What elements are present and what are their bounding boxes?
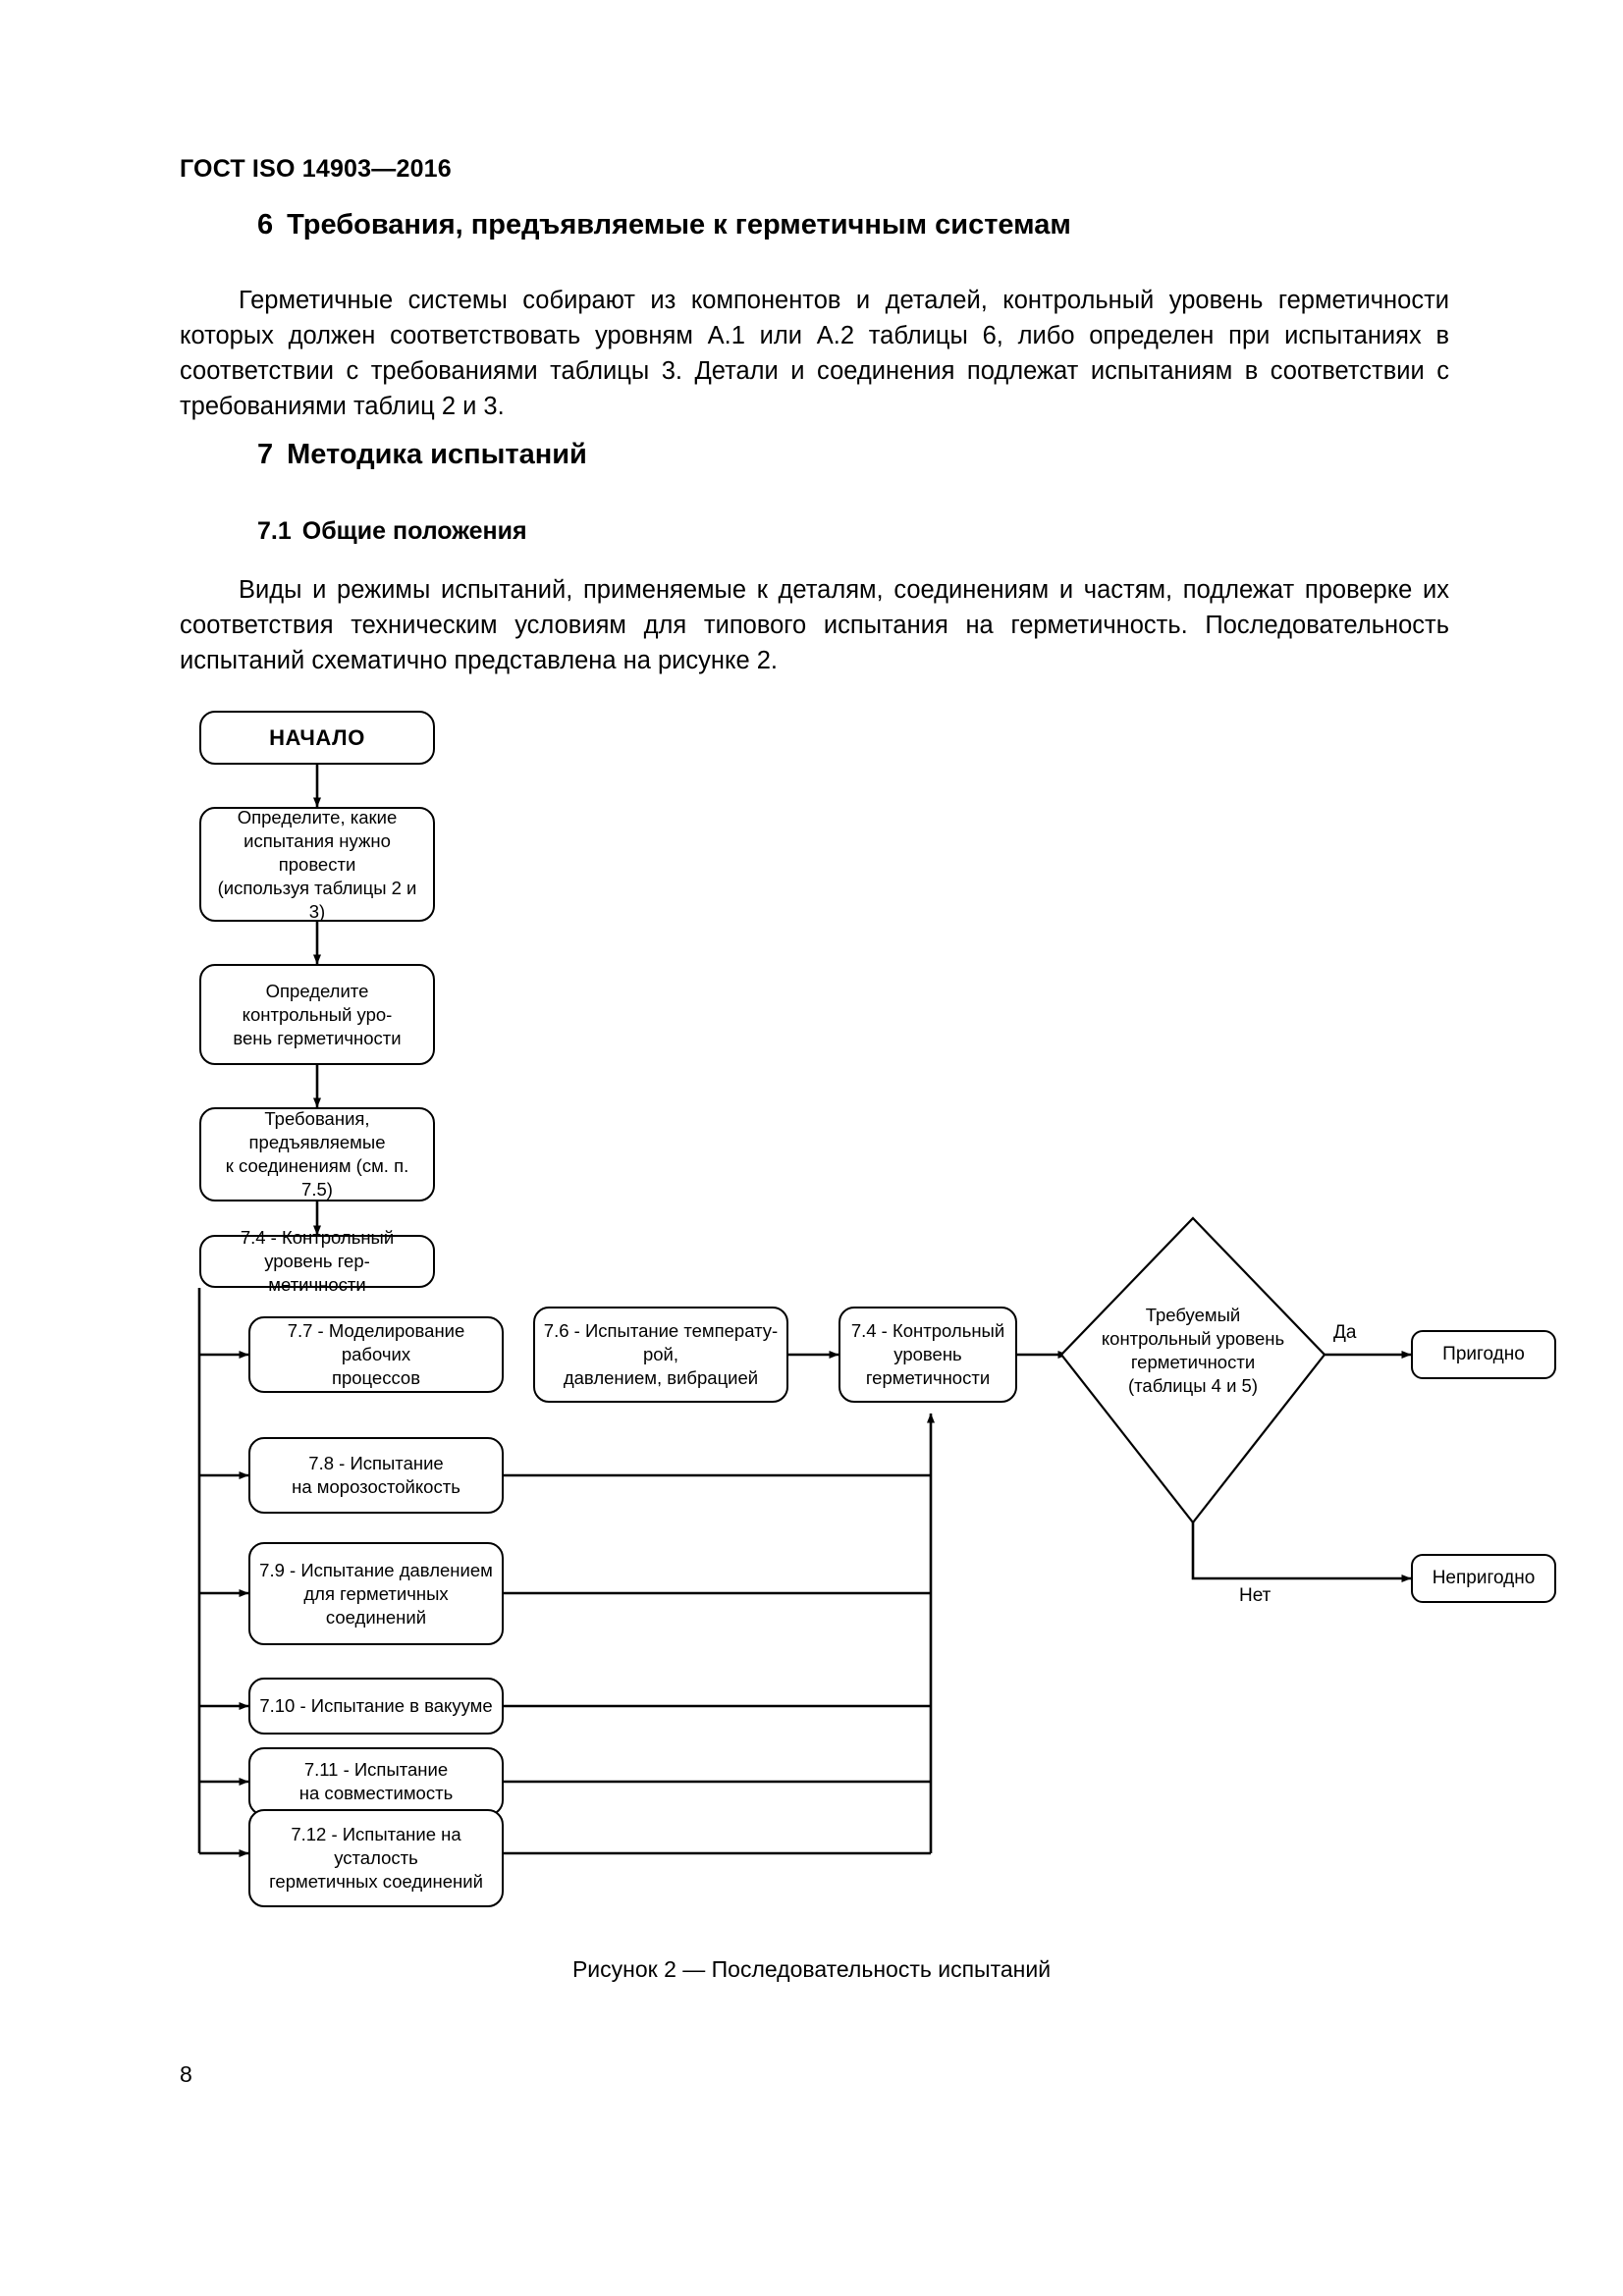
heading-6-number: 6	[257, 209, 274, 240]
heading-7-1-number: 7.1	[257, 517, 292, 545]
page-number: 8	[180, 2061, 192, 2087]
heading-6-title: Требования, предъявляемые к герметичным …	[287, 209, 1071, 240]
heading-7-title: Методика испытаний	[287, 439, 587, 470]
paragraph-section-6: Герметичные системы собирают из компонен…	[180, 283, 1449, 424]
flow-node-test-78[interactable]: 7.8 - Испытание на морозостойкость	[248, 1437, 504, 1514]
flow-node-test-710[interactable]: 7.10 - Испытание в вакууме	[248, 1678, 504, 1735]
paragraph-6-text: Герметичные системы собирают из компонен…	[180, 287, 1449, 420]
flow-node-level-74-right[interactable]: 7.4 - Контрольный уровень герметичности	[839, 1307, 1017, 1403]
edge-label-no: Нет	[1239, 1585, 1271, 1606]
paragraph-section-7-1: Виды и режимы испытаний, применяемые к д…	[180, 572, 1449, 678]
flow-node-result-pass[interactable]: Пригодно	[1411, 1330, 1556, 1379]
flow-node-determine-level[interactable]: Определите контрольный уро- вень гермети…	[199, 964, 435, 1065]
flow-node-test-711[interactable]: 7.11 - Испытание на совместимость	[248, 1747, 504, 1816]
heading-7-number: 7	[257, 439, 274, 470]
heading-section-7-1: 7.1 Общие положения	[257, 517, 527, 546]
flow-node-decision-label: Требуемый контрольный уровень герметично…	[1101, 1305, 1285, 1396]
heading-section-6: 6 Требования, предъявляемые к герметичным…	[257, 209, 1071, 241]
flow-node-test-76[interactable]: 7.6 - Испытание температу- рой, давление…	[533, 1307, 788, 1403]
flow-node-joint-requirements[interactable]: Требования, предъявляемые к соединениям …	[199, 1107, 435, 1201]
heading-7-1-title: Общие положения	[301, 517, 527, 545]
flow-node-test-712[interactable]: 7.12 - Испытание на усталость герметичны…	[248, 1809, 504, 1907]
heading-section-7: 7 Методика испытаний	[257, 439, 587, 471]
figure-caption: Рисунок 2 — Последовательность испытаний	[571, 1956, 1052, 1982]
paragraph-7-1-text: Виды и режимы испытаний, применяемые к д…	[180, 576, 1449, 674]
running-head: ГОСТ ISO 14903—2016	[180, 155, 452, 183]
flow-node-test-77[interactable]: 7.7 - Моделирование рабочих процессов	[248, 1316, 504, 1393]
flow-node-start[interactable]: НАЧАЛО	[199, 711, 435, 765]
flow-node-determine-tests[interactable]: Определите, какие испытания нужно провес…	[199, 807, 435, 922]
flow-node-result-fail[interactable]: Непригодно	[1411, 1554, 1556, 1603]
flow-node-level-74-left[interactable]: 7.4 - Контрольный уровень гер- метичност…	[199, 1227, 435, 1295]
flow-node-test-79[interactable]: 7.9 - Испытание давлением для герметичны…	[248, 1542, 504, 1645]
edge-label-yes: Да	[1333, 1322, 1357, 1343]
